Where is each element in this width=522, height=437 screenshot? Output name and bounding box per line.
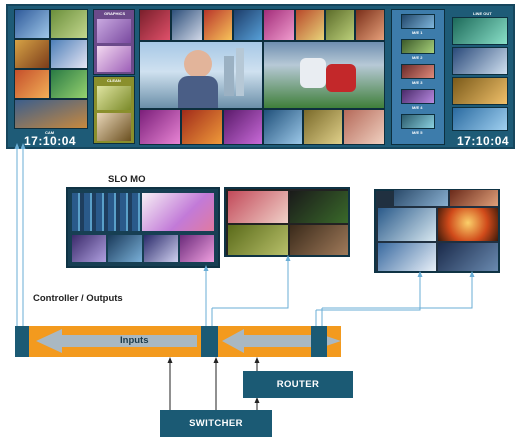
right-screen <box>374 189 500 273</box>
me-label-3: M/E 3 <box>412 80 423 85</box>
graphics-panel <box>93 9 135 75</box>
slo-mo-screen <box>66 187 220 268</box>
me-preview-5 <box>401 114 435 129</box>
wall-tile-left-1 <box>14 9 50 39</box>
cam-label: CAM <box>45 130 55 135</box>
bottom-tile-1 <box>139 109 181 145</box>
top-tile-7 <box>325 9 355 41</box>
bottom-tile-6 <box>343 109 385 145</box>
top-tile-8 <box>355 9 385 41</box>
wall-tile-left-7 <box>14 99 88 129</box>
connector-block-left <box>15 326 29 357</box>
bottom-tile-3 <box>223 109 263 145</box>
clean-label: Clean <box>107 78 121 83</box>
line-out-tile-2 <box>452 47 508 75</box>
me-preview-3 <box>401 64 435 79</box>
me-preview-4 <box>401 89 435 104</box>
wall-tile-left-2 <box>50 9 88 39</box>
line-out-tile-4 <box>452 107 508 131</box>
bottom-tile-5 <box>303 109 343 145</box>
input-arrow-right <box>326 336 341 346</box>
controller-outputs-label: Controller / Outputs <box>33 293 123 304</box>
me-label-4: M/E 4 <box>412 105 423 110</box>
center-screen <box>224 187 350 257</box>
wall-tile-left-5 <box>14 69 50 99</box>
me-label-2: M/E 2 <box>412 55 423 60</box>
clean-panel <box>93 76 135 144</box>
wall-tile-left-3 <box>14 39 50 69</box>
multiviewer-wall: CAM 17:10:04 Graphics Clean M/E 1 M/E 2 <box>6 4 515 149</box>
input-arrow-left <box>36 329 197 353</box>
input-arrow-middle <box>222 329 311 353</box>
router-box: ROUTER <box>243 371 353 398</box>
connector-block-middle <box>201 326 218 357</box>
me-preview-2 <box>401 39 435 54</box>
bottom-tile-4 <box>263 109 303 145</box>
clock-right: 17:10:04 <box>457 134 510 148</box>
center-tile-football <box>263 41 385 109</box>
me-preview-1 <box>401 14 435 29</box>
line-out-label: LINE OUT <box>473 11 492 16</box>
top-tile-3 <box>203 9 233 41</box>
graphics-label: Graphics <box>104 11 126 16</box>
me-label-5: M/E 5 <box>412 130 423 135</box>
clock-left: 17:10:04 <box>24 134 77 148</box>
slo-mo-label: SLO MO <box>108 174 146 185</box>
switcher-box: SWITCHER <box>160 410 272 437</box>
wall-tile-left-4 <box>50 39 88 69</box>
top-tile-4 <box>233 9 263 41</box>
wall-tile-left-6 <box>50 69 88 99</box>
inputs-label: Inputs <box>120 335 149 346</box>
connector-block-right <box>311 326 327 357</box>
top-tile-2 <box>171 9 203 41</box>
top-tile-1 <box>139 9 171 41</box>
top-tile-6 <box>295 9 325 41</box>
center-tile-presenter <box>139 41 263 109</box>
line-out-tile-1 <box>452 17 508 45</box>
bottom-tile-2 <box>181 109 223 145</box>
top-tile-5 <box>263 9 295 41</box>
me-label-1: M/E 1 <box>412 30 423 35</box>
line-out-tile-3 <box>452 77 508 105</box>
